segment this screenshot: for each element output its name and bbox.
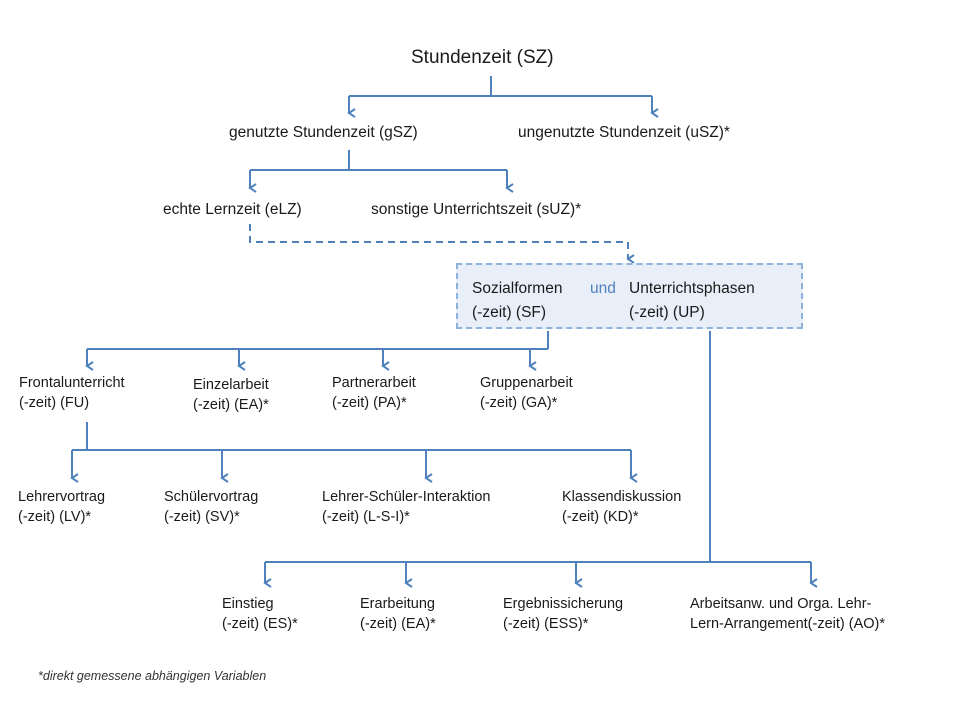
node-line2: (-zeit) (GA)* <box>480 395 558 412</box>
node-line2: (-zeit) (SV)* <box>164 509 240 526</box>
box-label-unterrichtsphasen: Unterrichtsphasen <box>629 280 755 297</box>
node-line2: (-zeit) (KD)* <box>562 509 639 526</box>
box-label-und: und <box>590 280 616 297</box>
node-line2: (-zeit) (LV)* <box>18 509 92 526</box>
node-line2: (-zeit) (FU) <box>19 395 90 412</box>
node-einzelarbeit: Einzelarbeit (-zeit) (EA)* <box>193 376 269 414</box>
node-einstieg: Einstieg (-zeit) (ES)* <box>222 595 298 633</box>
root-node-stundenzeit: Stundenzeit (SZ) <box>411 47 554 68</box>
box-label-sf: (-zeit) (SF) <box>472 304 547 321</box>
node-ergebnissicherung: Ergebnissicherung (-zeit) (ESS)* <box>503 595 623 633</box>
node-line1: Frontalunterricht <box>19 375 125 391</box>
node-echte-lernzeit: echte Lernzeit (eLZ) <box>163 201 302 218</box>
node-gruppenarbeit: Gruppenarbeit (-zeit) (GA)* <box>480 374 573 412</box>
node-line1: Einstieg <box>222 596 274 612</box>
node-line1: Arbeitsanw. und Orga. Lehr- <box>690 596 872 612</box>
node-line2: (-zeit) (EA)* <box>360 616 436 633</box>
node-frontalunterricht: Frontalunterricht (-zeit) (FU) <box>19 374 125 412</box>
node-line1: Lehrervortrag <box>18 489 106 505</box>
node-line1: Schülervortrag <box>164 489 259 505</box>
node-line1: Klassendiskussion <box>562 489 682 505</box>
box-label-up: (-zeit) (UP) <box>629 304 705 321</box>
node-line2: (-zeit) (ESS)* <box>503 616 589 633</box>
node-line2: (-zeit) (PA)* <box>332 395 407 412</box>
node-line2: (-zeit) (ES)* <box>222 616 298 633</box>
node-line1: Gruppenarbeit <box>480 375 573 391</box>
node-line1: Lehrer-Schüler-Interaktion <box>322 489 491 505</box>
node-line1: Partnerarbeit <box>332 375 416 391</box>
node-lehrervortrag: Lehrervortrag (-zeit) (LV)* <box>18 488 105 526</box>
footnote: *direkt gemessene abhängigen Variablen <box>38 669 267 683</box>
box-label-sozialformen: Sozialformen <box>472 280 563 297</box>
node-klassendiskussion: Klassendiskussion (-zeit) (KD)* <box>562 488 681 526</box>
node-partnerarbeit: Partnerarbeit (-zeit) (PA)* <box>332 374 416 412</box>
node-ungenutzte-stundenzeit: ungenutzte Stundenzeit (uSZ)* <box>518 124 730 141</box>
node-lehrer-schueler-interaktion: Lehrer-Schüler-Interaktion (-zeit) (L-S-… <box>322 488 490 526</box>
node-erarbeitung: Erarbeitung (-zeit) (EA)* <box>360 595 436 633</box>
sozialformen-unterrichtsphasen-box <box>456 263 803 329</box>
node-line1: Ergebnissicherung <box>503 596 624 612</box>
node-line2: Lern-Arrangement(-zeit) (AO)* <box>690 616 885 633</box>
node-line1: Einzelarbeit <box>193 377 269 393</box>
dashed-connector-elz-box <box>249 224 635 264</box>
node-genutzte-stundenzeit: genutzte Stundenzeit (gSZ) <box>229 124 418 141</box>
node-line1: Erarbeitung <box>360 596 435 612</box>
node-sonstige-unterrichtszeit: sonstige Unterrichtszeit (sUZ)* <box>371 201 582 218</box>
node-line2: (-zeit) (L-S-I)* <box>322 509 410 526</box>
node-arbeitsanweisung-orga: Arbeitsanw. und Orga. Lehr- Lern-Arrange… <box>690 595 885 633</box>
node-schuelervortrag: Schülervortrag (-zeit) (SV)* <box>164 488 258 526</box>
node-line2: (-zeit) (EA)* <box>193 397 269 414</box>
